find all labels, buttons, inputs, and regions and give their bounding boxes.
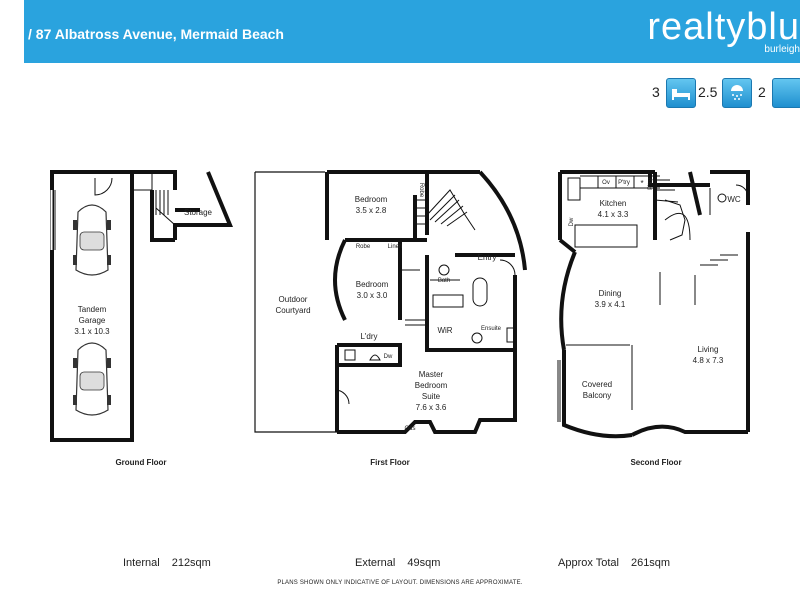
room-size: 3.5 x 2.8	[356, 206, 387, 215]
floor-label-first: First Floor	[370, 458, 410, 467]
room-size: 3.1 x 10.3	[74, 327, 110, 336]
room-size: 4.8 x 7.3	[693, 356, 724, 365]
room-name: P'try	[618, 180, 630, 186]
room-name: Garage	[79, 316, 106, 325]
room-name: Dw	[569, 217, 575, 226]
car-count: 2	[758, 84, 766, 100]
room-name: Ensuite	[481, 326, 502, 332]
room-name: Bath	[438, 278, 450, 284]
room-name: Linen	[388, 244, 403, 250]
property-address: / 87 Albatross Avenue, Mermaid Beach	[28, 26, 284, 42]
floor-label-ground: Ground Floor	[115, 458, 167, 467]
header-banner: / 87 Albatross Avenue, Mermaid Beach rea…	[24, 0, 800, 63]
bedroom-count: 3	[652, 84, 660, 100]
room-name: Living	[698, 345, 719, 354]
room-name: WiR	[437, 326, 452, 335]
area-external: External 49sqm	[355, 557, 440, 569]
room-size: 3.9 x 4.1	[595, 300, 626, 309]
room-name: Suite	[422, 392, 441, 401]
room-size: 7.6 x 3.6	[416, 403, 447, 412]
room-name: Balcony	[583, 391, 611, 400]
second-floor-plan: Ov P'try P'try * Kitchen 4.1 x 3.3 Dw WC…	[550, 160, 760, 450]
room-size: 3.0 x 3.0	[357, 291, 388, 300]
first-floor-plan: Bedroom 3.5 x 2.8 Robe Robe Linen Bedroo…	[245, 160, 535, 450]
room-name: P'try	[648, 178, 654, 190]
room-name: Robe	[418, 183, 424, 198]
room-name: Entry	[478, 253, 497, 262]
area-internal-label: Internal	[123, 557, 160, 569]
room-name: Bedroom	[355, 195, 388, 204]
asterisk-icon: *	[640, 179, 643, 188]
property-stats: 3 2.5 2	[646, 78, 800, 108]
room-name: Dw	[384, 354, 393, 360]
room-name: Robe	[356, 244, 371, 250]
floor-label-second: Second Floor	[630, 458, 682, 467]
agency-logo: realtyblu	[647, 6, 800, 48]
room-name: Covered	[582, 380, 612, 389]
shower-icon	[722, 78, 752, 108]
room-name: Storage	[184, 208, 213, 217]
area-internal-value: 212sqm	[171, 557, 211, 569]
room-name: Gas	[404, 426, 415, 432]
room-name: Outdoor	[279, 295, 308, 304]
room-name: Ov	[602, 180, 610, 186]
room-name: L'dry	[360, 332, 377, 341]
area-internal: Internal 212sqm	[123, 557, 211, 569]
room-name: Bedroom	[356, 280, 389, 289]
car-icon	[73, 204, 111, 276]
bed-icon	[666, 78, 696, 108]
room-name: Tandem	[78, 305, 107, 314]
agency-logo-sub: burleigh	[764, 44, 800, 55]
bathroom-count: 2.5	[698, 84, 718, 100]
room-name: WC	[727, 195, 741, 204]
room-name: Kitchen	[600, 199, 627, 208]
room-name: Bedroom	[415, 381, 448, 390]
area-external-label: External	[355, 557, 396, 569]
room-size: 4.1 x 3.3	[598, 210, 629, 219]
area-total: Approx Total 261sqm	[558, 557, 670, 569]
car-icon	[772, 78, 800, 108]
area-total-value: 261sqm	[630, 557, 671, 569]
room-name: Courtyard	[275, 306, 310, 315]
room-name: Master	[419, 370, 444, 379]
car-icon	[73, 342, 111, 416]
ground-floor-plan: Tandem Garage 3.1 x 10.3 Storage	[40, 160, 250, 450]
room-name: Dining	[599, 289, 622, 298]
disclaimer: PLANS SHOWN ONLY INDICATIVE OF LAYOUT. D…	[277, 580, 523, 586]
area-total-label: Approx Total	[558, 557, 619, 569]
area-external-value: 49sqm	[407, 557, 441, 569]
